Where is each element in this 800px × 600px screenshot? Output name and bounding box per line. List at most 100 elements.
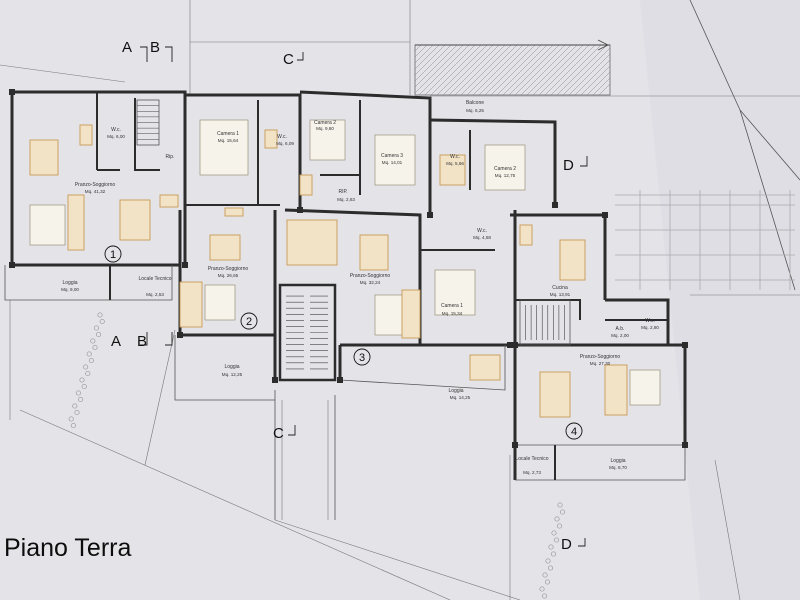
garden-dot <box>81 383 87 390</box>
hatch-line <box>550 44 602 96</box>
room-u3-camera2-area: Mq. 9,80 <box>316 126 334 131</box>
room-u1-pranzo-name: Pranzo-Soggiorno <box>75 182 116 188</box>
hatch-line <box>448 44 500 96</box>
room-u2-camera1-area: Mq. 15,64 <box>218 138 239 143</box>
hatch-line <box>414 44 428 58</box>
room-u3-camera1-area: Mq. 15,34 <box>442 311 463 316</box>
garden-dot <box>93 325 99 331</box>
room-u3-camera2-name: Camera 2 <box>314 120 336 126</box>
hatch-line <box>466 44 518 96</box>
garden-dot <box>79 377 85 383</box>
hatch-line <box>562 47 611 96</box>
room-u3-wc-small-area: Mq. 4,58 <box>473 235 491 240</box>
garden-dot <box>78 396 84 403</box>
garden-dot <box>541 593 548 599</box>
room-u1-locale-area: Mq. 2,53 <box>146 292 164 297</box>
hatch-line <box>598 83 611 96</box>
unit-1-label: 1 <box>110 249 116 261</box>
hatch-line <box>568 53 611 96</box>
room-u4-locale-name: Locale Tecnico <box>516 456 549 462</box>
hatch-line <box>414 44 422 52</box>
hatch-line <box>414 44 434 64</box>
room-u3-balcone-area: Mq. 6,25 <box>466 108 484 113</box>
room-u2-wc-name: W.c. <box>277 134 287 140</box>
room-u3-balcone-name: Balcone <box>466 100 484 106</box>
garden-dot <box>97 312 103 318</box>
unit-markers <box>104 245 583 440</box>
room-u1-locale-name: Locale Tecnico <box>139 276 172 282</box>
garden-dot <box>554 516 560 522</box>
room-labels: W.c. Mq. 6,00 Rip. Pranzo-Soggiorno Mq. … <box>61 100 659 475</box>
hatch-line <box>430 44 482 96</box>
room-u3-rip-name: RIP. <box>338 189 347 195</box>
room-u4-camera2-area: Mq. 12,75 <box>495 173 516 178</box>
garden-dot <box>548 544 554 550</box>
unit-2-circle <box>240 312 258 330</box>
garden-dot <box>559 509 566 515</box>
hatch-line <box>484 44 536 96</box>
ramp-hatch <box>414 39 611 96</box>
room-u4-wc2-area: Mq. 2,80 <box>641 325 659 330</box>
room-u4-loggia-name: Loggia <box>610 458 625 464</box>
room-u3-camera1-name: Camera 1 <box>441 303 463 309</box>
hatch-line <box>472 44 524 96</box>
entrance-walkway <box>274 390 336 520</box>
section-b-bottom: B <box>137 333 147 350</box>
section-b-top: B <box>150 39 160 56</box>
garden-dot <box>539 586 545 592</box>
room-u3-rip-area: Mq. 2,63 <box>337 197 355 202</box>
garden-dot <box>68 416 74 422</box>
staircase-unit1 <box>136 99 160 146</box>
garden-path <box>68 312 566 599</box>
garden-dot <box>553 537 560 543</box>
room-u3-loggia-area: Mq. 14,25 <box>450 395 471 400</box>
furniture <box>29 119 661 418</box>
garden-dot <box>545 558 551 564</box>
room-u4-ab-name: A.b. <box>616 326 625 332</box>
section-c-bottom: C <box>273 425 284 442</box>
hatch-line <box>442 44 494 96</box>
room-u3-pranzo-name: Pranzo-Soggiorno <box>350 273 391 279</box>
hatch-line <box>514 44 566 96</box>
unit-2-label: 2 <box>246 316 252 328</box>
garden-dot <box>90 338 96 344</box>
unit-4-label: 4 <box>571 426 577 438</box>
room-u4-wc2-name: W.c. <box>645 318 655 324</box>
unit-4-circle <box>565 422 583 440</box>
room-u3-camera3-name: Camera 3 <box>381 153 403 159</box>
hatch-line <box>414 44 440 70</box>
room-u1-pranzo-area: Mq. 41,32 <box>85 189 106 194</box>
hatch-line <box>586 71 611 96</box>
hatch-line <box>436 44 488 96</box>
section-a-bottom: A <box>111 333 121 350</box>
garden-dot <box>556 523 563 529</box>
hatch-line <box>526 44 578 96</box>
hatch-line <box>414 44 458 88</box>
garden-dot <box>72 403 78 409</box>
room-u4-cucina-name: Cucina <box>552 285 568 291</box>
hatch-line <box>478 44 530 96</box>
hatch-line <box>532 44 584 96</box>
paper-shadow <box>640 0 800 600</box>
hatch-line <box>538 44 590 96</box>
hatch-line <box>508 44 560 96</box>
garden-dot <box>550 551 557 557</box>
plan-title: Piano Terra <box>4 534 131 562</box>
room-u3-camera3-area: Mq. 14,01 <box>382 160 403 165</box>
garden-dot <box>74 409 80 416</box>
garden-dot <box>547 565 554 571</box>
room-u1-rip-name: Rip. <box>166 154 175 160</box>
garden-dot <box>96 331 102 338</box>
staircase-unit4 <box>519 299 571 346</box>
garden-dot <box>551 530 557 536</box>
room-u2-loggia-area: Mq. 12,25 <box>222 372 243 377</box>
room-u2-wc-area: Mq. 6,09 <box>276 141 294 146</box>
room-u4-pranzo-area: Mq. 27,30 <box>590 361 611 366</box>
room-u1-wc-area: Mq. 6,00 <box>107 134 125 139</box>
room-u4-wc-area: Mq. 5,66 <box>446 161 464 166</box>
room-u4-cucina-area: Mq. 13,91 <box>550 292 571 297</box>
section-d-bottom: D <box>561 536 572 553</box>
hatch-line <box>414 44 464 94</box>
section-d-top: D <box>563 157 574 174</box>
